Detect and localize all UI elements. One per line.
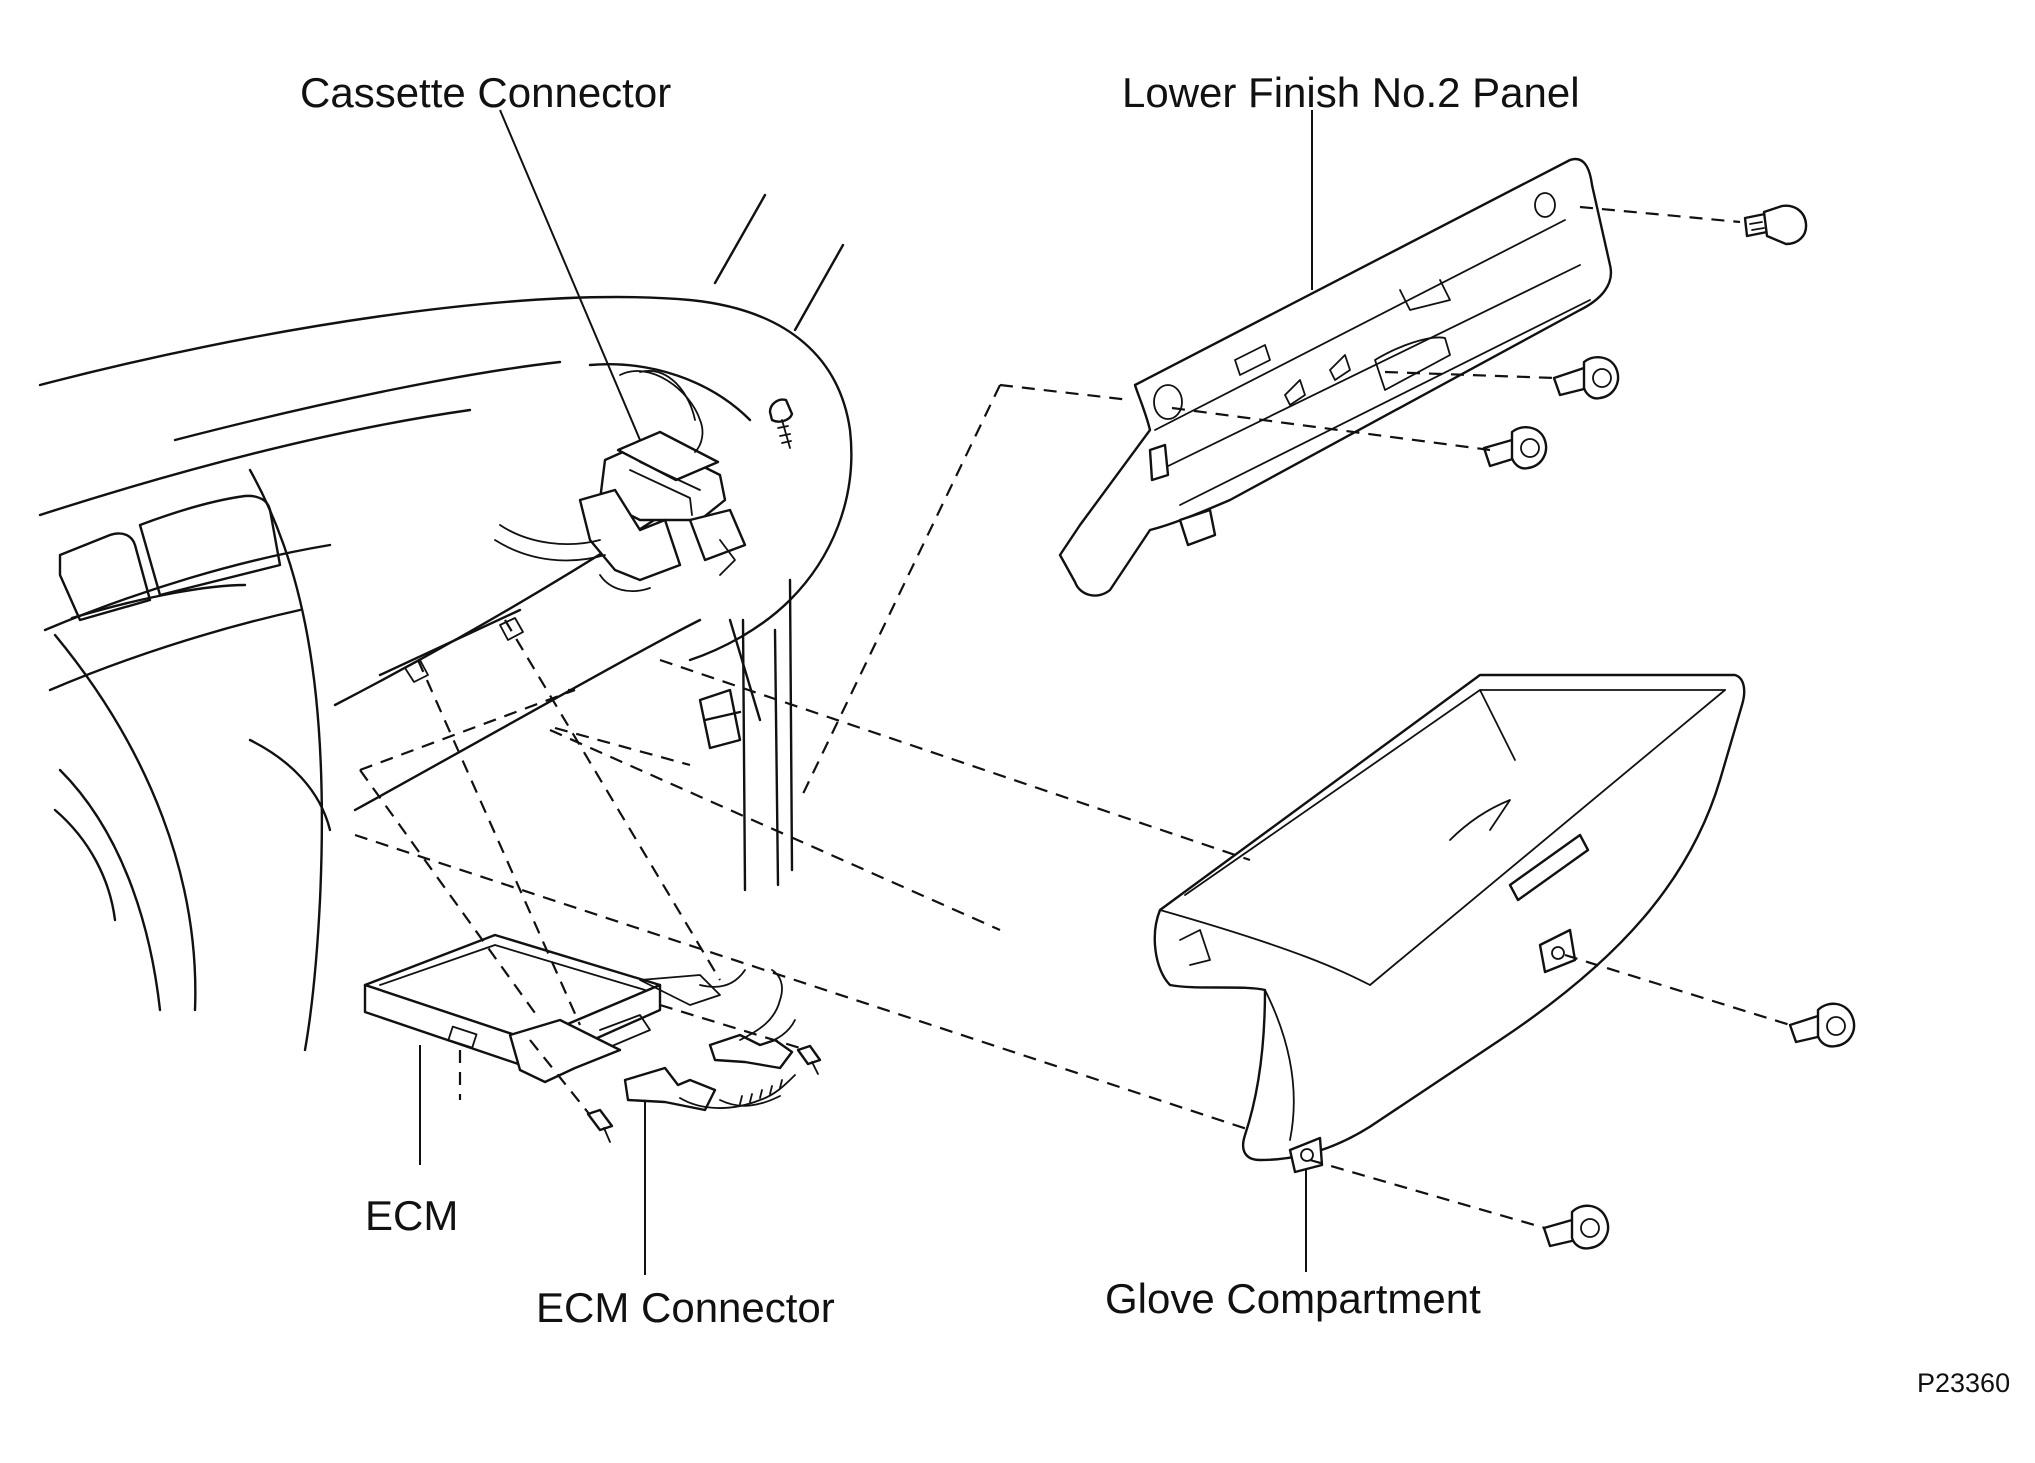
screw-icon <box>586 1108 614 1143</box>
screw-icon <box>1552 356 1620 400</box>
cassette-connector-leader <box>499 109 641 441</box>
bolt-icon <box>1743 204 1808 246</box>
figure-code: P23360 <box>1917 1368 2010 1398</box>
assembly-lines <box>354 205 1791 1230</box>
cassette-connector <box>494 370 747 592</box>
ecm-connector <box>623 969 796 1112</box>
ecm-label: ECM <box>365 1192 458 1239</box>
lower-finish-panel <box>1058 157 1613 597</box>
screw-icon <box>796 1044 822 1075</box>
ecm-connector-label: ECM Connector <box>536 1284 835 1331</box>
screw-icon <box>1542 1204 1610 1250</box>
instrument-panel <box>38 193 853 1052</box>
lower-finish-panel-label: Lower Finish No.2 Panel <box>1122 69 1580 116</box>
screw-icon <box>1482 426 1548 470</box>
glove-compartment <box>1153 673 1746 1174</box>
ecm <box>363 933 746 1084</box>
cassette-connector-label: Cassette Connector <box>300 69 671 116</box>
screw-icon <box>768 398 794 449</box>
screw-icon <box>1788 1002 1856 1048</box>
glove-compartment-label: Glove Compartment <box>1105 1275 1481 1322</box>
